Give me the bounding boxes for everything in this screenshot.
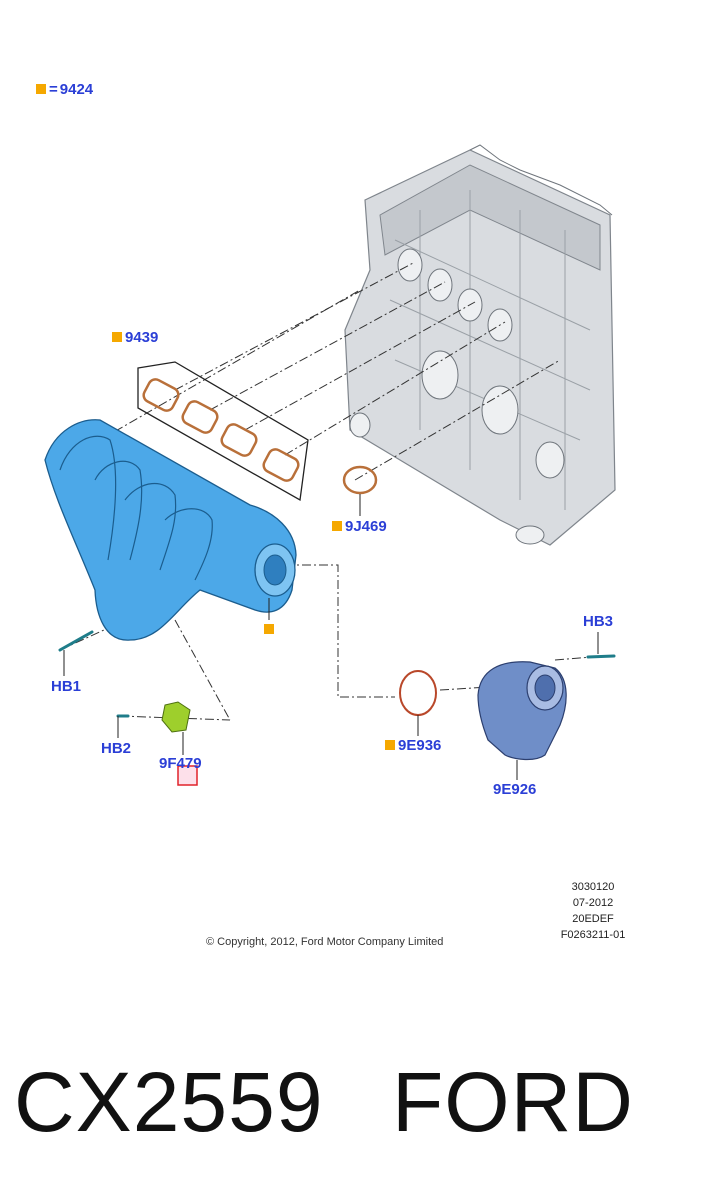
meta-line-4: F0263211-01	[560, 929, 626, 941]
label-hb1: HB1	[51, 678, 82, 695]
bolt-hb1	[58, 630, 94, 652]
label-gaskets: 9439	[112, 329, 158, 346]
legend: =9424	[36, 81, 93, 98]
label-leaders	[63, 494, 599, 780]
label-oring: 9E936	[385, 737, 441, 754]
o-ring	[399, 670, 437, 716]
copyright-notice: © Copyright, 2012, Ford Motor Company Li…	[206, 936, 444, 948]
bolts	[58, 630, 616, 718]
sensor-part	[161, 701, 191, 733]
meta-line-2: 07-2012	[572, 897, 614, 909]
brand-name: FORD	[392, 1055, 634, 1149]
label-9j469: 9J469	[332, 518, 387, 535]
marker-icon	[332, 521, 342, 531]
leader-lines	[59, 261, 606, 721]
label-hb3: HB3	[583, 613, 614, 630]
marker-manifold	[264, 624, 274, 634]
throttle-gasket-ring	[342, 465, 378, 495]
engine-block	[344, 144, 616, 546]
label-hb2: HB2	[101, 740, 132, 757]
marker-icon	[36, 84, 46, 94]
meta-line-3: 20EDEF	[572, 913, 614, 925]
label-sensor: 9F479	[159, 755, 202, 772]
new-part-marker	[177, 765, 198, 786]
throttle-body	[477, 661, 567, 761]
intake-gasket-set	[137, 361, 378, 502]
marker-icon	[385, 740, 395, 750]
illustration-meta: 3030120 07-2012 20EDEF F0263211-01	[548, 879, 638, 943]
bolt-hb3	[586, 654, 616, 659]
legend-code: 9424	[59, 81, 94, 98]
part-number: CX2559	[14, 1055, 324, 1149]
exploded-parts-diagram	[44, 144, 616, 786]
meta-line-1: 3030120	[571, 881, 615, 893]
label-throttle-body: 9E926	[493, 781, 537, 798]
marker-icon	[112, 332, 122, 342]
intake-manifold	[44, 419, 297, 641]
